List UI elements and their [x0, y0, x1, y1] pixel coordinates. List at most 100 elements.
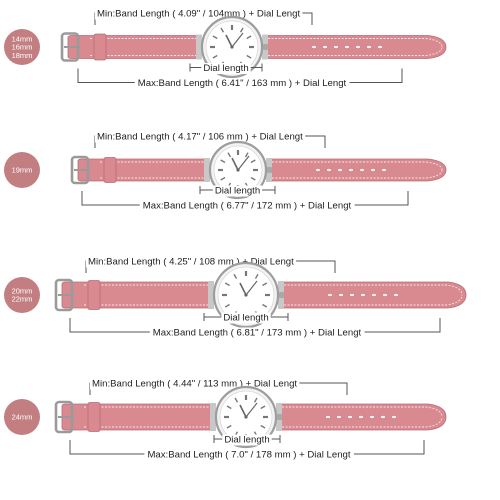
strap-keeper-loop: [87, 402, 101, 432]
strap-hole: [380, 415, 386, 419]
strap-hole: [371, 293, 377, 297]
watch-crown: [279, 292, 284, 298]
size-badge-label: 18mm: [12, 51, 33, 60]
minute-hand: [237, 155, 250, 171]
dial-label-background: [222, 434, 272, 446]
hour-marker: [226, 424, 232, 429]
strap-hole: [326, 168, 332, 172]
strap-hole: [348, 168, 354, 172]
strap-stitching-bottom: [268, 46, 443, 56]
strap-hole: [382, 293, 388, 297]
hour-marker: [233, 273, 238, 279]
min-label-background: [95, 131, 306, 143]
lug-left: [210, 403, 216, 431]
strap-stitching-top: [268, 38, 443, 48]
hour-hand: [231, 157, 239, 171]
strap-stitching-bottom: [284, 294, 463, 306]
strap-hole: [393, 293, 399, 297]
hour-marker: [224, 282, 230, 287]
band-row: Min:Band Length ( 4.25" / 108 mm ) + Dia…: [4, 256, 467, 339]
strap-hole: [381, 168, 387, 172]
strap-hole: [377, 45, 383, 49]
size-badge: [4, 399, 40, 435]
size-badge-label: 14mm: [12, 34, 33, 43]
max-length-label: Max:Band Length ( 6.81" / 173 mm ) + Dia…: [153, 328, 362, 339]
strap-stitching-bottom: [272, 169, 443, 179]
hour-marker: [220, 176, 226, 181]
max-length-label: Max:Band Length ( 6.77" / 172 mm ) + Dia…: [143, 201, 352, 212]
min-label-background: [90, 378, 300, 390]
lug-left: [208, 281, 214, 309]
strap-hole: [315, 168, 321, 172]
strap-hole: [391, 415, 397, 419]
hour-hand: [239, 282, 247, 296]
size-badge: [4, 152, 40, 188]
dial-length-label: Dial length: [203, 63, 248, 74]
strap-hole: [322, 45, 328, 49]
size-badge-label: 24mm: [12, 413, 33, 422]
strap-hole: [347, 415, 353, 419]
strap-stitching-top: [272, 161, 443, 171]
strap-hole: [344, 45, 350, 49]
strap-left: [61, 281, 211, 309]
min-length-label: Min:Band Length ( 4.44" / 113 mm ) + Dia…: [92, 379, 297, 390]
max-label-background: [134, 78, 350, 89]
size-badge-label: 22mm: [12, 295, 33, 304]
strap-hole: [370, 168, 376, 172]
strap-hole: [360, 293, 366, 297]
hour-marker: [246, 54, 252, 59]
hand-pivot: [244, 415, 248, 419]
max-length-label: Max:Band Length ( 6.41" / 163 mm ) + Dia…: [138, 78, 347, 89]
minute-hand: [245, 402, 258, 418]
strap-keeper-loop: [93, 33, 107, 61]
hour-hand: [225, 34, 233, 48]
size-badge-label: 20mm: [12, 287, 33, 296]
min-length-label: Min:Band Length ( 4.09" / 104mm ) + Dial…: [97, 9, 300, 20]
hour-marker: [226, 405, 232, 410]
hour-marker: [262, 303, 268, 308]
strap-hole: [311, 45, 317, 49]
band-row: Min:Band Length ( 4.17" / 106 mm ) + Dia…: [4, 131, 447, 212]
strap-hole: [338, 293, 344, 297]
dial-length-label: Dial length: [224, 435, 269, 446]
hour-hand: [239, 404, 247, 418]
min-label-background: [86, 256, 297, 268]
hour-marker: [250, 159, 256, 164]
hour-marker: [212, 35, 218, 40]
strap-hole: [333, 45, 339, 49]
hour-marker: [239, 27, 244, 33]
strap-left: [61, 403, 213, 431]
strap-keeper-loop: [103, 157, 117, 183]
hour-marker: [260, 424, 266, 429]
hour-marker: [253, 397, 258, 403]
watch-crown: [263, 44, 268, 50]
lug-left: [204, 158, 210, 182]
strap-stitching-bottom: [282, 416, 443, 428]
strap-hole: [336, 415, 342, 419]
strap-hole: [355, 45, 361, 49]
hour-marker: [224, 303, 230, 308]
strap-hole: [359, 168, 365, 172]
watch-crown: [267, 167, 272, 173]
min-label-background: [95, 8, 303, 20]
dial-label-background: [201, 63, 251, 74]
minute-hand: [245, 280, 258, 296]
size-badge-label: 19mm: [12, 166, 33, 175]
hour-marker: [227, 152, 232, 158]
strap-hole: [366, 45, 372, 49]
max-length-label: Max:Band Length ( 7.0" / 178 mm ) + Dial…: [147, 450, 350, 461]
strap-stitching-top: [284, 284, 463, 296]
size-badge: [4, 277, 40, 313]
strap-hole: [327, 293, 333, 297]
hour-marker: [260, 405, 266, 410]
hour-marker: [244, 152, 249, 158]
hand-pivot: [244, 293, 248, 297]
max-label-background: [144, 449, 354, 461]
strap-right: [269, 158, 447, 182]
hour-marker: [234, 397, 239, 403]
watch-crown: [277, 414, 282, 420]
hand-pivot: [236, 168, 240, 172]
hour-marker: [254, 273, 259, 279]
